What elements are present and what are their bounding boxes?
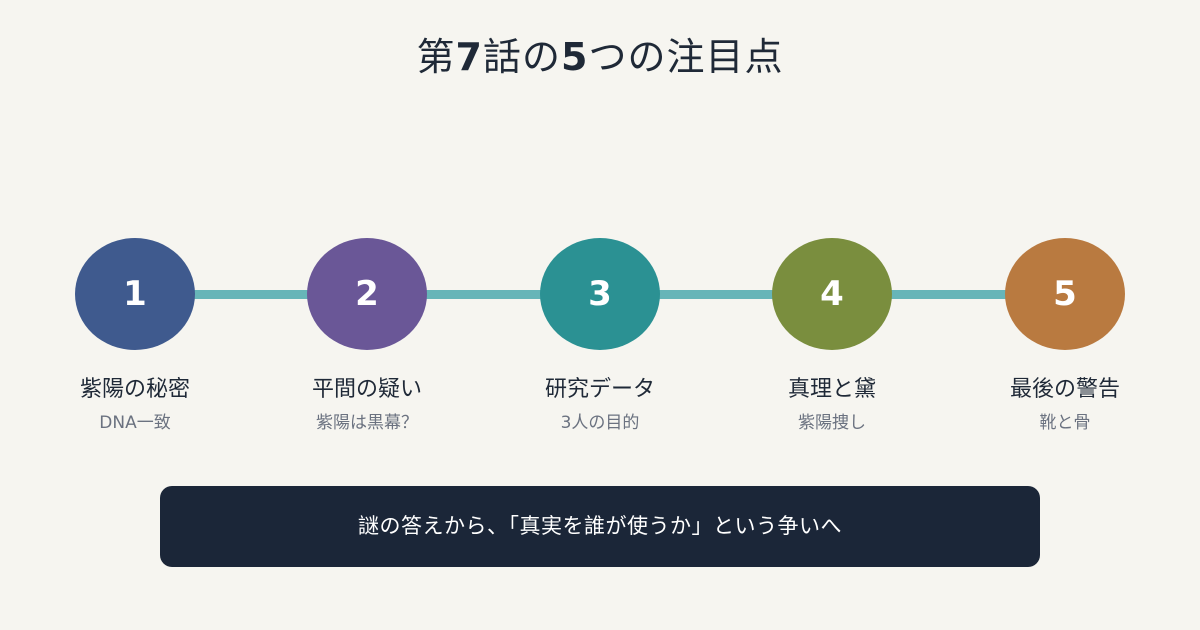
- step-label: 紫陽の秘密: [79, 377, 190, 402]
- step-5: 5 最後の警告 靴と骨: [965, 238, 1165, 434]
- step-2: 2 平間の疑い 紫陽は黒幕？: [267, 238, 467, 434]
- step-3: 3 研究データ 3人の目的: [500, 238, 700, 434]
- step-subtitle: 紫陽捜し: [798, 413, 866, 433]
- step-circle: 2: [307, 238, 427, 350]
- title-count-number: 5: [561, 35, 589, 79]
- step-circle: 4: [772, 238, 892, 350]
- step-label: 研究データ: [544, 377, 655, 402]
- title-part-2: 話の: [482, 35, 561, 79]
- step-circle: 1: [75, 238, 195, 350]
- step-label: 平間の疑い: [311, 377, 422, 402]
- step-circle: 5: [1005, 238, 1125, 350]
- step-label: 最後の警告: [1009, 377, 1120, 402]
- step-subtitle: 靴と骨: [1039, 413, 1091, 433]
- conclusion-banner: 謎の答えから、「真実を誰が使うか」という争いへ: [160, 486, 1040, 567]
- title-part-3: つの注目点: [588, 35, 784, 79]
- step-1: 1 紫陽の秘密 DNA一致: [35, 238, 235, 434]
- title-part-1: 第: [416, 35, 456, 79]
- step-4: 4 真理と黛 紫陽捜し: [732, 238, 932, 434]
- step-subtitle: 紫陽は黒幕？: [316, 413, 418, 433]
- step-label: 真理と黛: [787, 377, 876, 402]
- step-subtitle: 3人の目的: [560, 413, 640, 433]
- title-episode-number: 7: [455, 35, 483, 79]
- page-title: 第7話の5つの注目点: [0, 26, 1200, 81]
- step-circle: 3: [540, 238, 660, 350]
- step-subtitle: DNA一致: [99, 413, 171, 433]
